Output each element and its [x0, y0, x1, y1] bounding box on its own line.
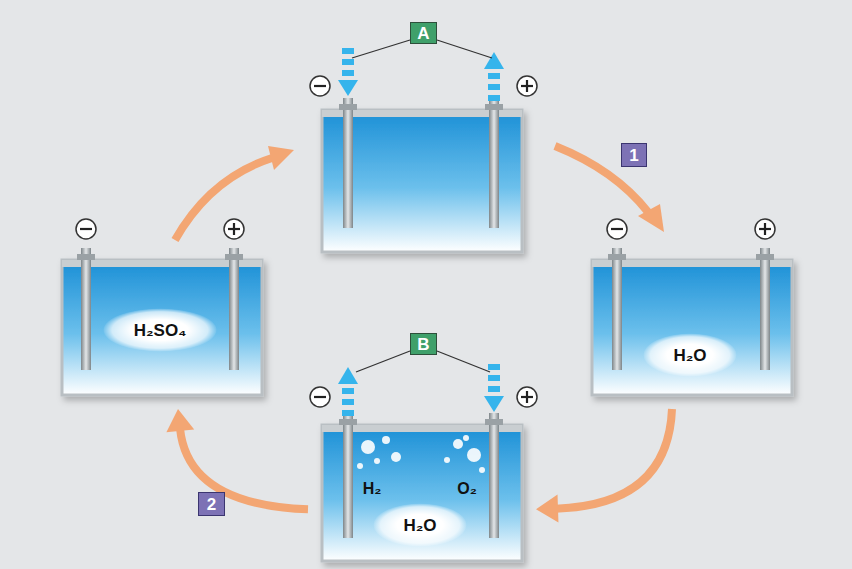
- tag-text: 2: [207, 496, 216, 513]
- battery-cell: H₂ O₂ H₂O: [322, 425, 522, 561]
- label-tag: A: [410, 22, 437, 44]
- cycle-arrowhead: [268, 146, 664, 232]
- leader-line: [352, 40, 492, 372]
- battery-cell: H₂SO₄: [62, 260, 262, 395]
- chemical-formula: H₂O: [673, 347, 706, 364]
- chemical-formula: H₂: [363, 481, 382, 497]
- label-tag: B: [410, 333, 437, 355]
- battery: [322, 98, 522, 252]
- chemical-formula: H₂O: [403, 517, 436, 534]
- step-number: 2: [198, 492, 225, 516]
- tag-text: B: [417, 336, 429, 353]
- chemical-formula: H₂SO₄: [134, 322, 187, 339]
- cycle-arrowhead: [536, 495, 558, 523]
- cycle-arrow: [175, 146, 648, 240]
- tag-text: A: [417, 25, 429, 42]
- battery: [62, 248, 262, 395]
- battery: [592, 248, 792, 395]
- polarity-symbol: [76, 76, 775, 407]
- polarity-sign: [80, 80, 771, 403]
- chemical-formula: O₂: [457, 481, 477, 497]
- current-arrow: [338, 48, 504, 416]
- cycle-arrowhead: [166, 409, 194, 432]
- battery: [322, 413, 522, 561]
- tag-text: 1: [629, 147, 638, 164]
- cycle-arrow: [556, 409, 672, 509]
- step-number: 1: [621, 143, 647, 167]
- battery-cell: H₂O: [592, 260, 792, 395]
- gas-bubbles: [357, 435, 485, 473]
